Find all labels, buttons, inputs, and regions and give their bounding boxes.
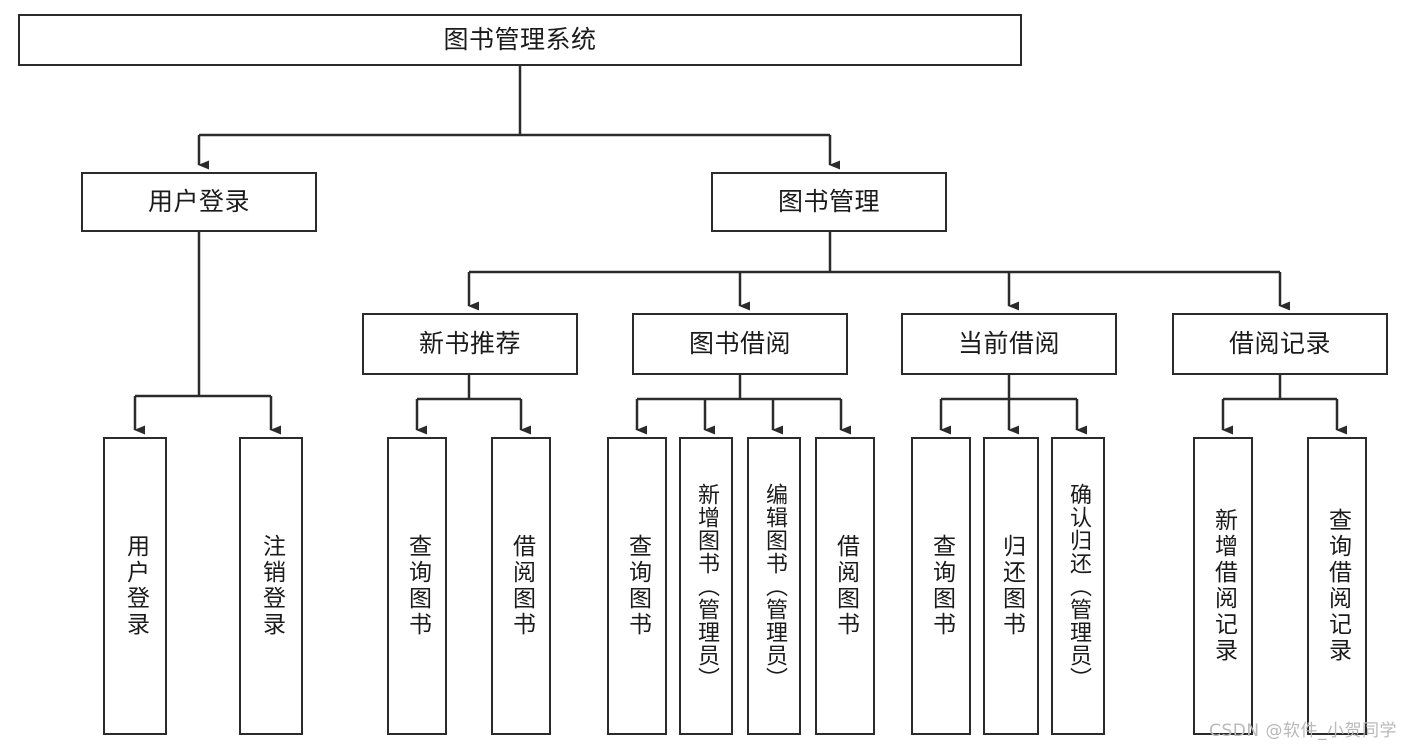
node-leaf-add-borrow-record[interactable]: 新增借阅记录 bbox=[1193, 437, 1253, 735]
node-leaf-borrow-book-recommend[interactable]: 借阅图书 bbox=[491, 437, 551, 735]
node-borrow-record[interactable]: 借阅记录 bbox=[1172, 313, 1388, 375]
node-label: 新书推荐 bbox=[418, 328, 521, 358]
node-label: 当前借阅 bbox=[957, 328, 1060, 358]
node-label: 借阅图书 bbox=[508, 534, 535, 638]
node-user-login[interactable]: 用户登录 bbox=[81, 172, 317, 232]
node-label: 借阅记录 bbox=[1228, 328, 1331, 358]
node-label: 新增借阅记录 bbox=[1210, 508, 1237, 664]
node-label: 查询图书 bbox=[624, 534, 651, 638]
node-label: 图书管理系统 bbox=[443, 24, 597, 54]
node-leaf-query-book-current[interactable]: 查询图书 bbox=[911, 437, 971, 735]
node-leaf-user-login[interactable]: 用户登录 bbox=[103, 437, 167, 735]
node-label: 借阅图书 bbox=[832, 534, 859, 638]
node-leaf-borrow-book[interactable]: 借阅图书 bbox=[815, 437, 875, 735]
node-label: 用户登录 bbox=[147, 186, 250, 216]
node-label: 查询图书 bbox=[404, 534, 431, 638]
node-root-book-management-system[interactable]: 图书管理系统 bbox=[18, 14, 1022, 66]
watermark-text: CSDN @软件_小贺同学 bbox=[1209, 721, 1397, 741]
node-book-manage[interactable]: 图书管理 bbox=[711, 172, 947, 232]
node-label: 确认归还（管理员） bbox=[1066, 482, 1091, 690]
node-leaf-query-book-recommend[interactable]: 查询图书 bbox=[387, 437, 447, 735]
node-leaf-return-book[interactable]: 归还图书 bbox=[983, 437, 1039, 735]
node-label: 用户登录 bbox=[122, 534, 149, 638]
node-label: 新增图书（管理员） bbox=[694, 482, 719, 690]
node-label: 编辑图书（管理员） bbox=[762, 482, 787, 690]
node-book-borrow[interactable]: 图书借阅 bbox=[632, 313, 848, 375]
node-label: 查询借阅记录 bbox=[1324, 508, 1351, 664]
node-label: 注销登录 bbox=[258, 534, 285, 638]
node-label: 图书借阅 bbox=[688, 328, 791, 358]
node-leaf-logout-login[interactable]: 注销登录 bbox=[239, 437, 303, 735]
node-label: 图书管理 bbox=[777, 186, 880, 216]
node-label: 查询图书 bbox=[928, 534, 955, 638]
node-current-borrow[interactable]: 当前借阅 bbox=[901, 313, 1117, 375]
node-leaf-query-book-borrow[interactable]: 查询图书 bbox=[607, 437, 667, 735]
node-leaf-query-borrow-record[interactable]: 查询借阅记录 bbox=[1307, 437, 1367, 735]
node-new-book-recommend[interactable]: 新书推荐 bbox=[362, 313, 578, 375]
node-leaf-add-book[interactable]: 新增图书（管理员） bbox=[679, 437, 733, 735]
node-leaf-edit-book[interactable]: 编辑图书（管理员） bbox=[747, 437, 801, 735]
node-leaf-confirm-return[interactable]: 确认归还（管理员） bbox=[1051, 437, 1105, 735]
node-label: 归还图书 bbox=[998, 534, 1025, 638]
